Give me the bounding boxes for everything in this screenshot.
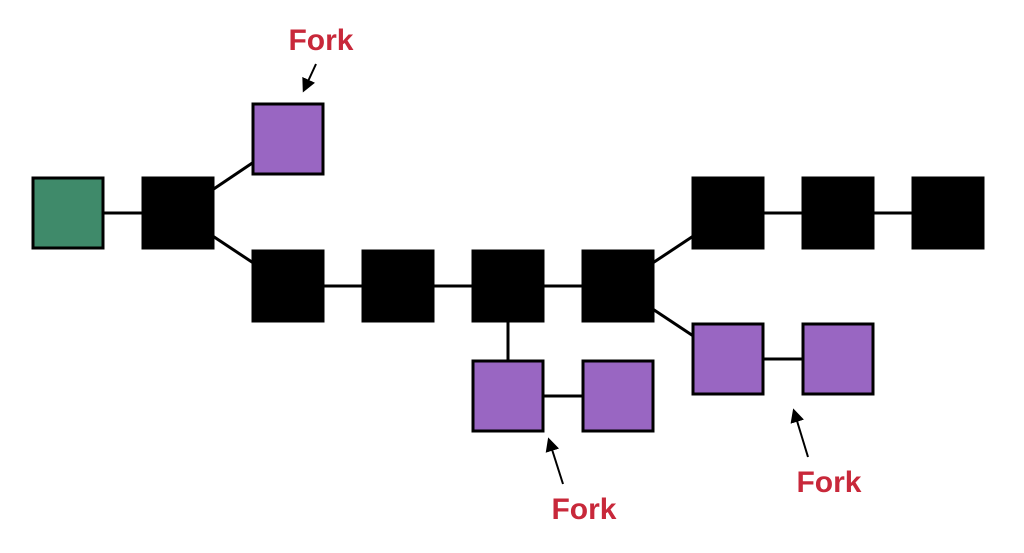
chain-blocks (31, 102, 985, 433)
block-main-2 (251, 249, 325, 323)
block-main-4 (471, 249, 545, 323)
fork-label-middle: Fork (551, 493, 616, 526)
block-genesis (31, 176, 105, 250)
fork-arrow-top (302, 63, 317, 93)
block-fork-c-1 (691, 322, 765, 396)
block-fork-b-1 (471, 359, 545, 433)
block-fork-a-1 (251, 102, 325, 176)
fork-label-right: Fork (796, 466, 861, 499)
fork-arrow-middle (545, 437, 564, 485)
block-main-1 (141, 176, 215, 250)
block-main-6 (691, 176, 765, 250)
block-fork-c-2 (801, 322, 875, 396)
block-main-8 (911, 176, 985, 250)
block-fork-b-2 (581, 359, 655, 433)
block-main-7 (801, 176, 875, 250)
block-main-5 (581, 249, 655, 323)
fork-label-top: Fork (288, 24, 353, 57)
fork-arrow-right (790, 408, 809, 458)
block-main-3 (361, 249, 435, 323)
